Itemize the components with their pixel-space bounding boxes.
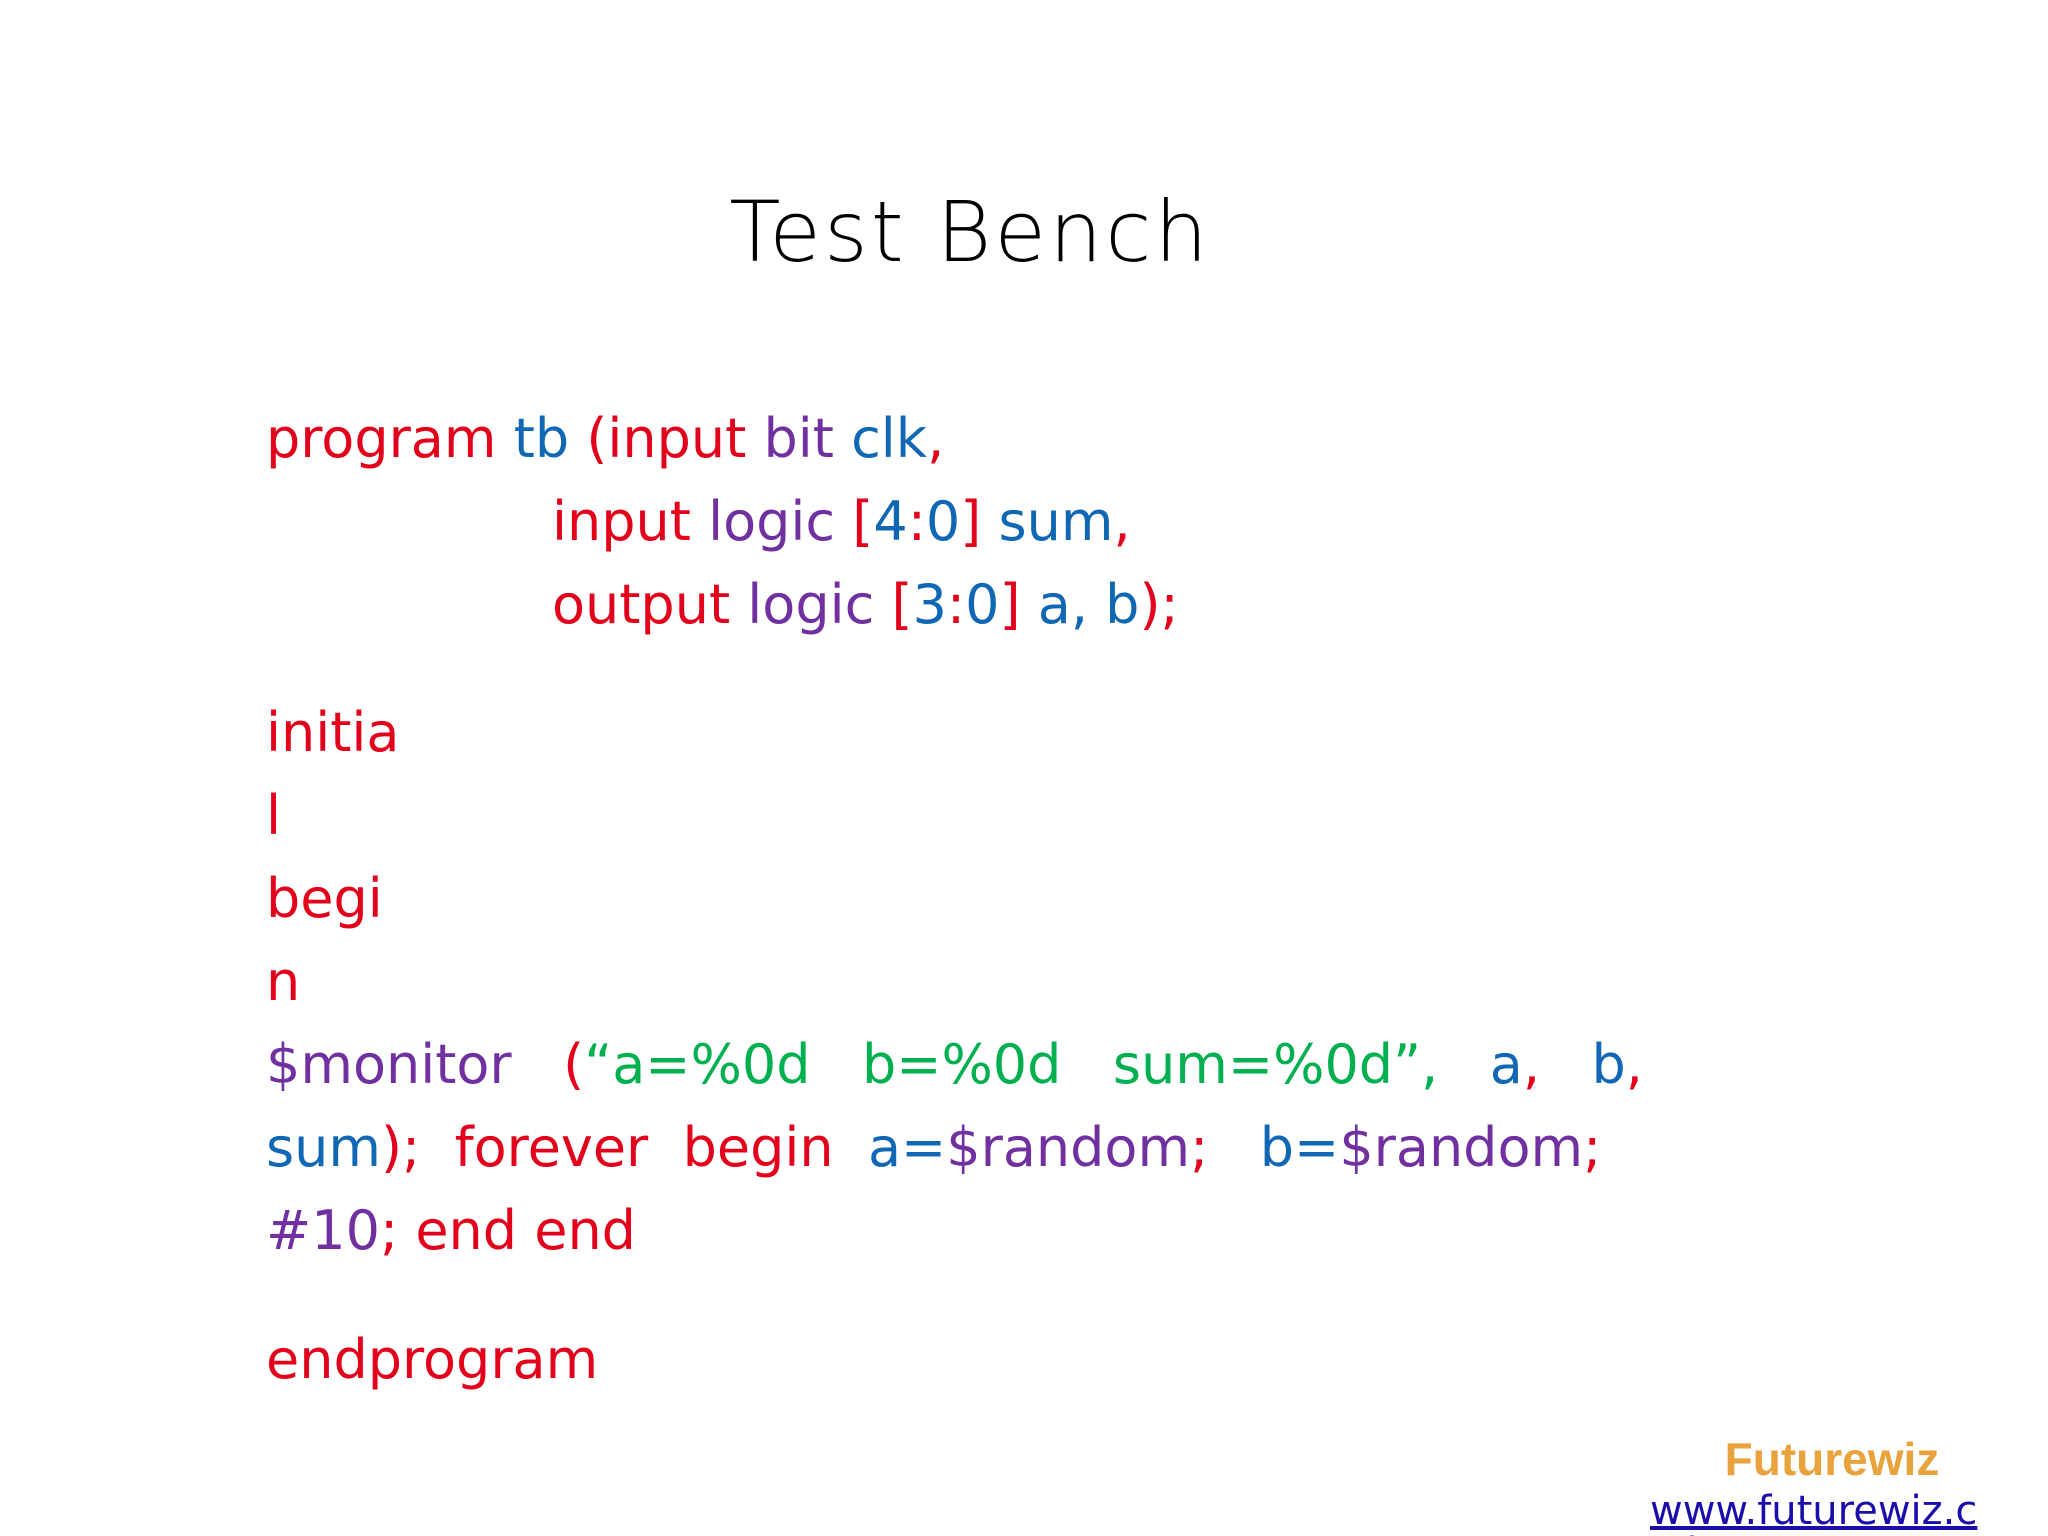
code-token: logic [708, 490, 836, 553]
code-token: program [266, 407, 497, 470]
code-token: $random [1339, 1116, 1584, 1179]
code-token: a, [1037, 573, 1088, 636]
code-token: forever begin [454, 1116, 834, 1179]
code-token: $random [946, 1116, 1191, 1179]
code-token: logic [747, 573, 875, 636]
code-token: ] [999, 573, 1021, 636]
code-token: b= [1259, 1116, 1340, 1179]
code-line-5: l [266, 784, 282, 847]
code-line-1: program tb (input bit clk, [266, 412, 944, 466]
code-token: [ [891, 573, 913, 636]
code-token: , [1522, 1033, 1540, 1096]
code-token: tb [513, 407, 570, 470]
code-token: 0 [925, 490, 961, 553]
code-token: [ [852, 490, 874, 553]
code-token: sum [998, 490, 1114, 553]
code-token: input [552, 490, 691, 553]
code-line-7: n [266, 950, 301, 1013]
code-token: bit [763, 407, 834, 470]
code-block: program tb (input bit clk, input logic [… [266, 0, 1643, 1387]
code-token: “a=%0d b=%0d sum=%0d”, [584, 1033, 1439, 1096]
slide-title: Test Bench [729, 183, 1211, 281]
code-token: a [1489, 1033, 1523, 1096]
code-line-8: $monitor (“a=%0d b=%0d sum=%0d”, a, b, [266, 1038, 1643, 1092]
code-token: $monitor [266, 1033, 512, 1096]
code-token: ( [563, 1033, 585, 1096]
code-token: , [1625, 1033, 1643, 1096]
code-token: : [907, 490, 926, 553]
code-line-6: begi [266, 867, 383, 930]
code-token: clk [851, 407, 928, 470]
code-line-9: sum); forever begin a=$random; b=$random… [266, 1121, 1601, 1175]
code-token: (input [586, 407, 747, 470]
code-token: sum [266, 1116, 381, 1179]
code-token: b [1591, 1033, 1626, 1096]
brand-logo-text: Futurewiz [1724, 1433, 1940, 1485]
code-token: ); [1139, 573, 1179, 636]
code-token: ; [1583, 1116, 1602, 1179]
code-token: ] [960, 490, 982, 553]
code-line-2: input logic [4:0] sum, [552, 495, 1131, 549]
code-token: , [1113, 490, 1131, 553]
code-token: 4 [873, 490, 908, 553]
code-token: a= [867, 1116, 947, 1179]
code-token: : [946, 573, 966, 636]
code-token: #10 [266, 1199, 380, 1262]
code-token: 0 [965, 573, 1000, 636]
code-line-3: output logic [3:0] a, b); [552, 578, 1179, 632]
code-token: ); [380, 1116, 421, 1179]
code-token: output [552, 573, 731, 636]
code-token: ; end end [379, 1199, 636, 1262]
code-line-11: endprogram [266, 1328, 599, 1391]
code-token: 3 [912, 573, 947, 636]
code-token: ; [1190, 1116, 1209, 1179]
code-line-10: #10; end end [266, 1204, 636, 1258]
code-line-4: initia [266, 701, 400, 764]
code-token: b [1105, 573, 1140, 636]
code-token: , [927, 407, 945, 470]
website-link[interactable]: www.futurewiz.co.in [1650, 1490, 1978, 1536]
